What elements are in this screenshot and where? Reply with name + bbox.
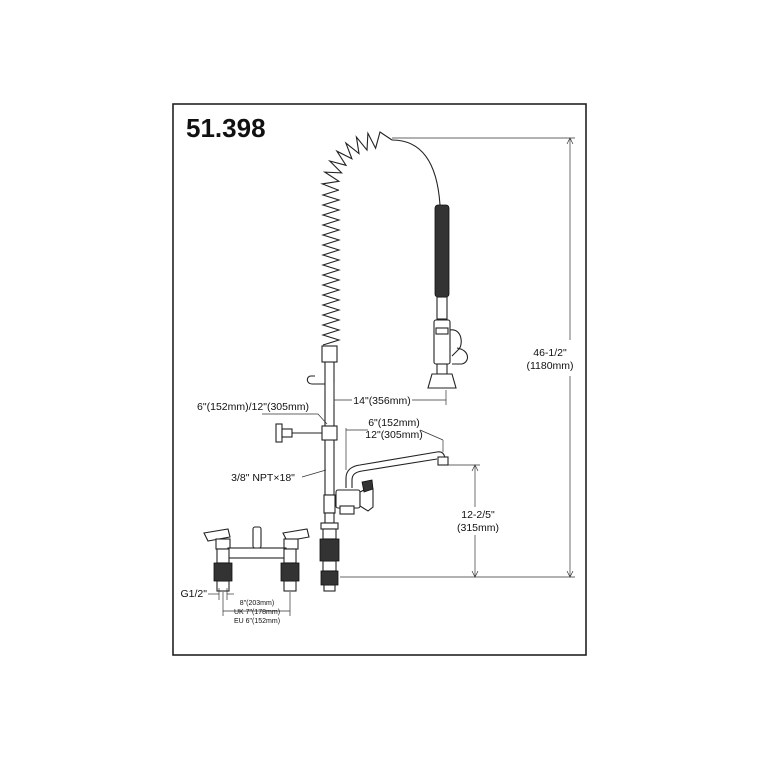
spray-hook	[306, 375, 325, 385]
spout-reach-short-label: 6"(152mm)	[368, 417, 420, 429]
dim-spray-reach	[333, 383, 447, 405]
faucet-height-mm-label: (315mm)	[457, 522, 499, 534]
dim-inlet	[208, 588, 234, 600]
dim-centers	[222, 592, 291, 616]
pre-rinse-hose	[391, 139, 441, 206]
model-number: 51.398	[186, 113, 266, 143]
dim-total-height	[340, 137, 575, 578]
spray-valve	[427, 319, 468, 389]
bracket-label: 6"(152mm)/12"(305mm)	[197, 401, 309, 413]
spout-reach-long-label: 12"(305mm)	[365, 429, 422, 441]
deck-mount-base	[319, 512, 340, 592]
faucet-height-label: 12-2/5"	[461, 509, 495, 521]
riser-leader	[301, 469, 327, 478]
bracket-leader	[262, 413, 328, 425]
spray-reach-label: 14"(356mm)	[353, 395, 410, 407]
dim-spout-reach	[345, 428, 444, 470]
coil-spring	[320, 131, 393, 346]
centers-us-label: 8"(203mm)	[240, 600, 274, 607]
drawing-frame	[172, 103, 587, 656]
total-height-label: 46-1/2"	[533, 347, 567, 359]
total-height-mm-label: (1180mm)	[526, 360, 573, 372]
spray-grip	[434, 204, 450, 320]
riser-pipe-label: 3/8" NPT×18"	[231, 472, 295, 484]
dim-faucet-height	[448, 464, 480, 578]
centers-eu-label: EU 6"(152mm)	[234, 618, 280, 625]
inlet-label: G1/2"	[181, 588, 208, 600]
wall-bracket	[275, 423, 338, 443]
add-on-faucet	[335, 451, 449, 515]
deck-mount-mixer	[203, 526, 310, 592]
centers-uk-label: UK 7"(178mm)	[234, 609, 280, 616]
